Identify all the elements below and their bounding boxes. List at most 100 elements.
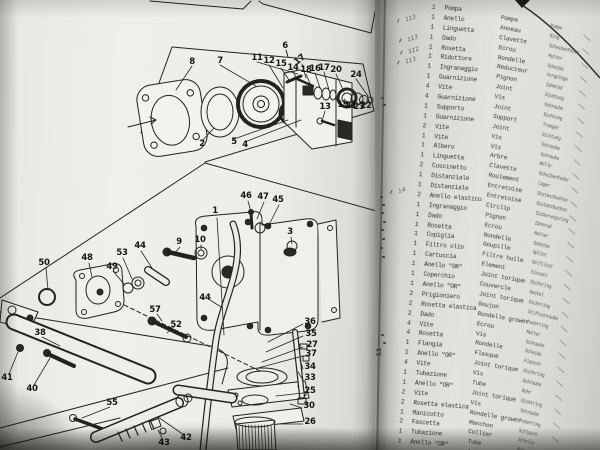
callout-number: 10 <box>194 235 206 245</box>
callout-number: 57 <box>149 305 161 315</box>
o-ring <box>38 288 56 306</box>
illegible-cell <box>555 339 569 353</box>
callout-number: 38 <box>34 328 46 338</box>
illegible-cell <box>553 366 567 381</box>
callout-number: 15 <box>275 59 287 69</box>
illegible-text-stroke <box>574 145 582 153</box>
gasket-plate <box>136 79 208 157</box>
illegible-text-stroke <box>567 228 576 236</box>
stitch-mark <box>383 104 386 106</box>
callout-number: 13 <box>319 102 331 112</box>
stitch-mark <box>381 229 384 231</box>
callout-number: 6 <box>282 41 288 51</box>
callout-number: 45 <box>272 195 284 205</box>
callout-number: 1 <box>212 206 218 216</box>
illegible-text-stroke <box>576 117 585 125</box>
stitch-mark <box>380 196 383 198</box>
pen-mark-icon <box>389 190 398 197</box>
callout-number: 40 <box>26 384 38 394</box>
filter-stack <box>227 367 310 450</box>
stitch-mark <box>381 334 384 336</box>
illegible-cell <box>578 48 592 62</box>
illegible-cell <box>565 214 579 229</box>
illegible-cell <box>558 297 572 312</box>
stitch-mark <box>381 212 384 214</box>
pump-body <box>195 211 341 336</box>
illegible-text-stroke <box>557 366 565 374</box>
illegible-cell <box>549 408 563 423</box>
illegible-cell <box>577 62 591 76</box>
illegible-cell <box>557 311 571 326</box>
illegible-cell <box>561 256 575 270</box>
illegible-cell <box>579 34 593 49</box>
illegible-text-stroke <box>566 242 575 250</box>
callout-number: 2 <box>199 139 205 149</box>
callout-number: 36 <box>304 317 316 327</box>
illegible-cell <box>551 380 565 395</box>
callout-number: 20 <box>330 65 342 75</box>
callout-number: 5 <box>231 137 237 147</box>
illegible-text-stroke <box>558 353 566 360</box>
illegible-cell <box>572 117 586 132</box>
callout-number: 8 <box>189 57 195 67</box>
illegible-text-stroke <box>578 89 587 97</box>
illegible-cell <box>548 422 562 436</box>
illegible-cell <box>571 131 585 146</box>
illegible-cell <box>569 159 583 173</box>
callout-number: 55 <box>106 398 118 408</box>
callout-number: 26 <box>304 417 316 427</box>
callout-number: 44 <box>199 293 211 303</box>
callout-number: 12 <box>263 56 275 66</box>
stitch-mark <box>381 97 384 99</box>
stitch-mark <box>382 238 385 240</box>
illegible-text-stroke <box>564 269 573 277</box>
illegible-cell <box>573 103 587 118</box>
illegible-cell <box>560 269 574 284</box>
illegible-cell <box>559 283 573 298</box>
illegible-cell <box>563 228 577 242</box>
illegible-text-stroke <box>560 325 568 333</box>
stitch-mark <box>383 221 386 223</box>
illegible-text-stroke <box>562 297 570 305</box>
illegible-text-stroke <box>572 173 580 180</box>
callout-number: 9 <box>176 237 182 247</box>
stitch-mark <box>382 204 385 206</box>
illegible-text-stroke <box>551 436 559 444</box>
callout-number: 46 <box>240 191 252 201</box>
illegible-cell <box>556 325 570 339</box>
callout-number: 33 <box>304 373 316 383</box>
illegible-text-stroke <box>554 394 563 402</box>
illegible-cell <box>574 89 588 104</box>
pen-mark-icon <box>399 50 408 57</box>
callout-number: 44 <box>134 241 146 251</box>
callout-number: 3 <box>287 227 293 237</box>
illegible-text-stroke <box>580 62 589 70</box>
drive-gear <box>236 79 286 129</box>
illegible-text-stroke <box>570 200 578 208</box>
illegible-text-stroke <box>583 34 591 42</box>
stitch-mark <box>382 256 385 258</box>
callout-number: 17 <box>318 63 330 73</box>
stitch-mark <box>383 342 386 344</box>
illegible-cell <box>554 353 568 367</box>
illegible-cell <box>567 186 581 201</box>
stitch-mark <box>380 247 383 249</box>
callout-number: 43 <box>158 438 170 448</box>
callout-number: 50 <box>38 258 50 268</box>
illegible-text-stroke <box>552 422 561 430</box>
illegible-cell <box>568 173 582 187</box>
callout-number: 37 <box>305 349 317 359</box>
illegible-cell <box>570 145 584 159</box>
callout-number: 49 <box>106 262 118 272</box>
callout-number: 52 <box>170 320 182 330</box>
callout-number: 30 <box>303 401 315 411</box>
illegible-cell <box>575 76 589 90</box>
callout-number: 42 <box>180 433 192 443</box>
callout-number: 4 <box>242 140 248 150</box>
ring-gasket <box>200 86 240 138</box>
callout-number: 24 <box>350 70 362 80</box>
